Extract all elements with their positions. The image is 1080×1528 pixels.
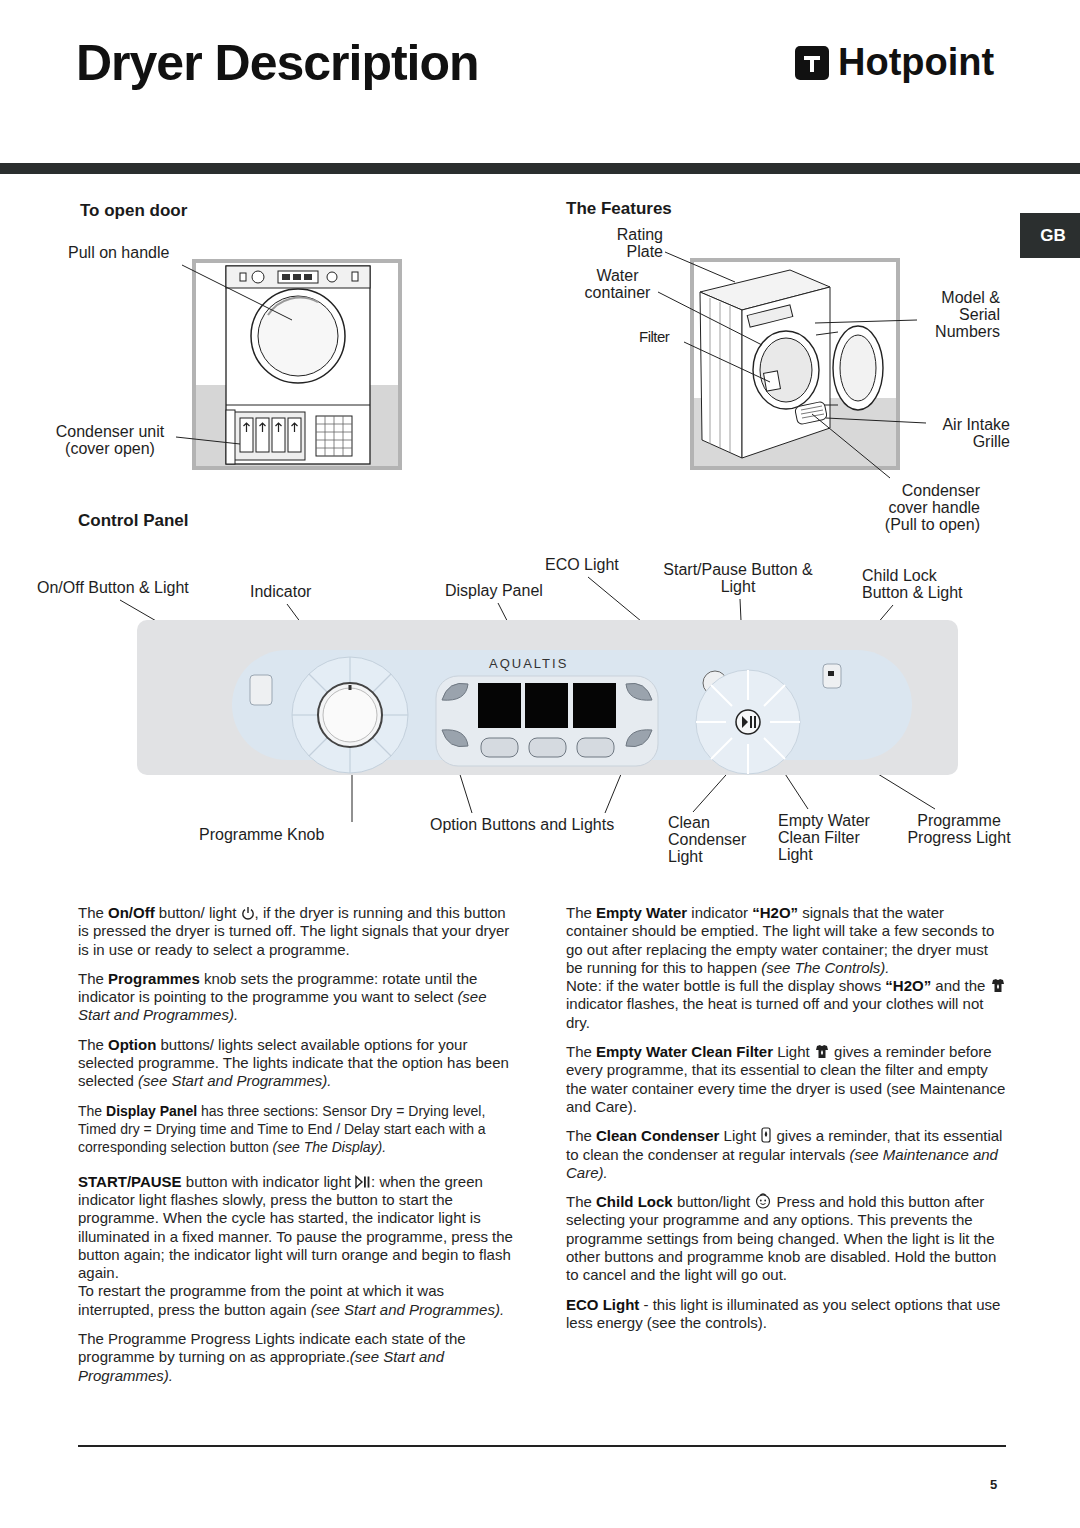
body-bold: On/Off	[108, 904, 155, 921]
body-italic: (see Start and Programmes).	[311, 1301, 504, 1318]
body-text: Light	[724, 1127, 757, 1144]
part-label: Model & Serial Numbers	[920, 289, 1000, 340]
start-pause-icon	[355, 1175, 371, 1189]
part-label: Rating Plate	[593, 226, 663, 260]
body-bold: Clean Condenser	[596, 1127, 719, 1144]
body-bold: Empty Water	[596, 904, 687, 921]
control-label: Child Lock Button & Light	[862, 567, 982, 601]
condenser-icon	[760, 1127, 772, 1143]
control-label: Programme Progress Light	[890, 812, 1028, 846]
part-label: Condenser unit (cover open)	[45, 423, 175, 457]
node-text: GB	[1020, 213, 1080, 258]
body-bold: Empty Water Clean Filter	[596, 1043, 773, 1060]
control-label: Empty Water Clean Filter Light	[778, 812, 890, 863]
paragraph: The On/Off button/ light , if the dryer …	[78, 904, 514, 959]
paragraph: The Clean Condenser Light gives a remind…	[566, 1127, 1006, 1182]
filter-icon	[814, 1044, 830, 1059]
paragraph: The Programme Progress Lights indicate e…	[78, 1330, 514, 1385]
language-tab: GB	[1020, 213, 1080, 258]
paragraph: The Empty Water indicator “H2O” signals …	[566, 904, 1006, 1032]
body-bold: START/PAUSE	[78, 1173, 182, 1190]
body-bold: “H2O”	[752, 904, 798, 921]
body-italic: (see The Controls).	[761, 959, 889, 976]
control-label: Option Buttons and Lights	[430, 816, 614, 833]
paragraph: START/PAUSE button with indicator light …	[78, 1173, 514, 1319]
body-bold: Programmes	[108, 970, 200, 987]
body-text: indicator flashes, the heat is turned of…	[566, 995, 983, 1030]
control-label: Programme Knob	[199, 826, 324, 843]
body-italic: (see The Display).	[273, 1139, 387, 1155]
body-bold: ECO Light	[566, 1296, 639, 1313]
filter-icon	[990, 978, 1006, 993]
body-bold: Display Panel	[106, 1103, 197, 1119]
control-label: Display Panel	[445, 582, 543, 599]
body-text: indicator	[691, 904, 748, 921]
body-text: The	[566, 1193, 592, 1210]
body-italic: (see Start and Programmes).	[138, 1072, 331, 1089]
control-label: Start/Pause Button & Light	[648, 561, 828, 595]
section-heading: Control Panel	[78, 512, 189, 529]
paragraph: The Option buttons/ lights select availa…	[78, 1036, 514, 1091]
page-number: 5	[990, 1476, 997, 1493]
body-text: button/ light	[159, 904, 237, 921]
paragraph: ECO Light - this light is illuminated as…	[566, 1296, 1006, 1333]
section-heading: To open door	[80, 202, 187, 219]
body-text: The	[78, 1036, 104, 1053]
text-column: The Empty Water indicator “H2O” signals …	[566, 904, 1006, 1343]
part-label: Air Intake Grille	[920, 416, 1010, 450]
control-panel-drawing	[137, 620, 958, 775]
body-text: The	[78, 970, 104, 987]
body-text: button/light	[677, 1193, 750, 1210]
control-label: ECO Light	[545, 556, 619, 573]
text-column: The On/Off button/ light , if the dryer …	[78, 904, 514, 1396]
control-label: Indicator	[250, 583, 311, 600]
paragraph: The Display Panel has three sections: Se…	[78, 1102, 514, 1156]
section-heading: The Features	[566, 200, 672, 217]
body-bold: “H2O”	[885, 977, 931, 994]
power-icon	[241, 906, 255, 920]
control-panel: AQUALTIS	[137, 620, 958, 775]
node-text: AQUALTIS	[489, 656, 568, 671]
control-label: On/Off Button & Light	[37, 579, 189, 596]
page-title: Dryer Description	[76, 34, 479, 92]
body-text: button with indicator light	[186, 1173, 351, 1190]
body-text: Note: if the water bottle is full the di…	[566, 977, 881, 994]
body-text: and the	[935, 977, 985, 994]
part-label: Condenser cover handle (Pull to open)	[862, 482, 980, 533]
part-label: Filter	[639, 328, 669, 345]
paragraph: The Programmes knob sets the programme: …	[78, 970, 514, 1025]
control-label: Clean Condenser Light	[668, 814, 768, 865]
body-text: The	[78, 1103, 102, 1119]
body-text: Light	[777, 1043, 810, 1060]
body-text: The	[566, 904, 592, 921]
child-lock-icon	[754, 1193, 772, 1209]
body-text: The	[566, 1043, 592, 1060]
part-label: Pull on handle	[68, 244, 169, 261]
part-label: Water container	[575, 267, 660, 301]
body-bold: Option	[108, 1036, 156, 1053]
body-bold: Child Lock	[596, 1193, 673, 1210]
paragraph: The Empty Water Clean Filter Light gives…	[566, 1043, 1006, 1116]
body-text: The	[566, 1127, 592, 1144]
body-text: The	[78, 904, 104, 921]
paragraph: The Child Lock button/light Press and ho…	[566, 1193, 1006, 1284]
brand-logo: Hotpoint	[838, 40, 994, 84]
